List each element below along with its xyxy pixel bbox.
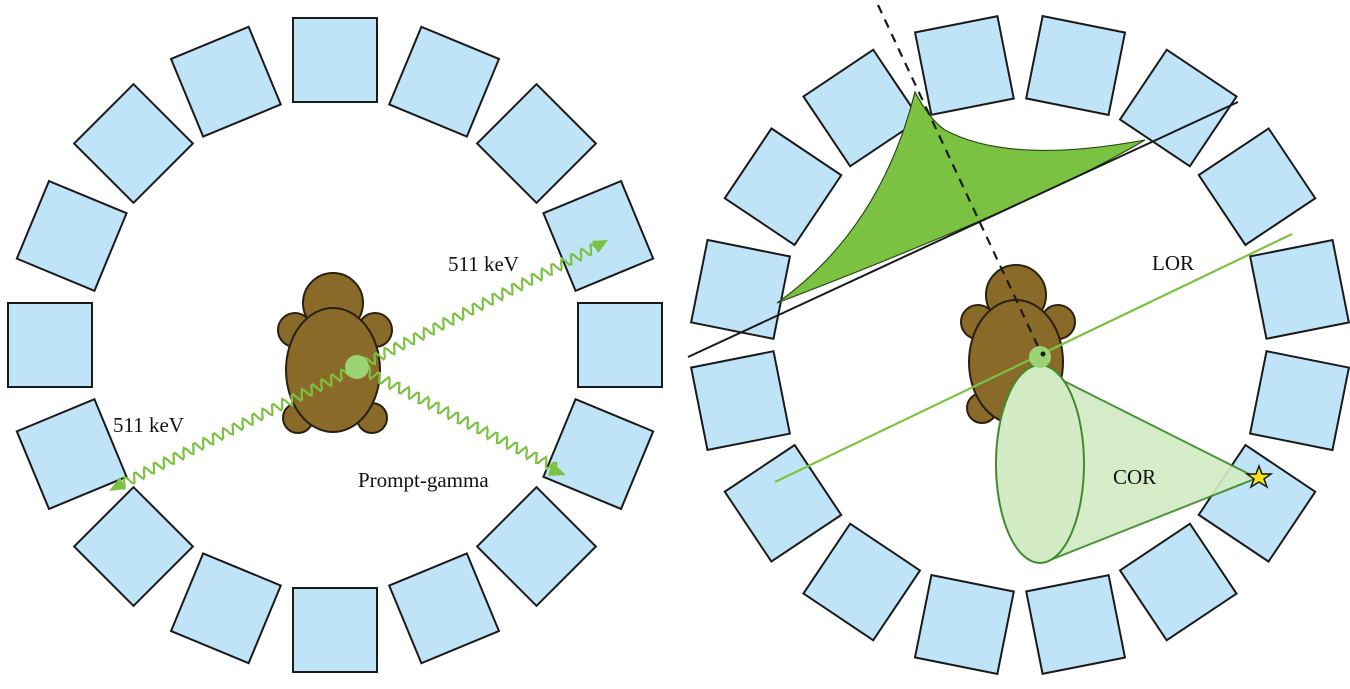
detector-block	[387, 552, 501, 665]
gamma-ray-lower	[115, 363, 357, 491]
detector-block	[7, 302, 93, 388]
cone-base	[995, 364, 1085, 564]
prompt-gamma-ray	[358, 365, 558, 471]
detector-block	[1025, 573, 1127, 676]
detector-block	[1118, 48, 1238, 168]
detector-block	[72, 485, 195, 608]
detector-block	[169, 25, 283, 138]
detector-block	[542, 397, 655, 511]
detector-block	[913, 14, 1015, 117]
cor-label: COR	[1113, 465, 1156, 489]
turtle-phantom-icon	[277, 272, 393, 434]
detector-block	[1118, 522, 1238, 642]
star-icon	[1244, 463, 1274, 489]
detector-block	[292, 587, 378, 673]
detector-block	[15, 397, 128, 511]
detector-block	[689, 238, 792, 340]
detector-block	[723, 443, 843, 563]
detector-block	[169, 552, 283, 665]
emission-point-icon	[345, 355, 369, 379]
gamma-label-upper: 511 keV	[448, 252, 519, 276]
detector-block	[387, 25, 501, 138]
left-gamma-rays	[115, 243, 601, 491]
gamma-ray-upper	[359, 243, 601, 371]
right-detector-ring	[689, 14, 1350, 676]
detector-block	[1248, 238, 1350, 340]
detector-block	[577, 302, 663, 388]
lor-label: LOR	[1152, 251, 1194, 275]
detector-block	[913, 573, 1015, 676]
emission-point-icon	[1029, 346, 1051, 368]
detector-block	[689, 350, 792, 452]
gamma-label-lower: 511 keV	[113, 413, 184, 437]
arrowhead-icon	[109, 477, 126, 491]
detector-block	[1248, 350, 1350, 452]
prompt-gamma-label: Prompt-gamma	[358, 468, 489, 492]
detector-block	[1197, 127, 1317, 247]
detector-block	[802, 48, 922, 168]
detector-block	[475, 82, 598, 205]
tangent-line	[687, 101, 1239, 358]
detector-block	[292, 17, 378, 103]
cone-axis-dashed-line	[877, 4, 1043, 356]
detector-block	[542, 179, 655, 293]
detector-block	[1025, 14, 1127, 117]
detector-block	[723, 127, 843, 247]
detector-block	[72, 82, 195, 205]
detector-block	[15, 179, 128, 293]
left-detector-ring	[7, 17, 663, 673]
arrowhead-icon	[548, 462, 566, 476]
detector-block	[802, 522, 922, 642]
arrowhead-icon	[592, 240, 608, 253]
compton-cone	[995, 364, 1260, 564]
detector-block	[475, 485, 598, 608]
source-dot	[1040, 351, 1046, 357]
